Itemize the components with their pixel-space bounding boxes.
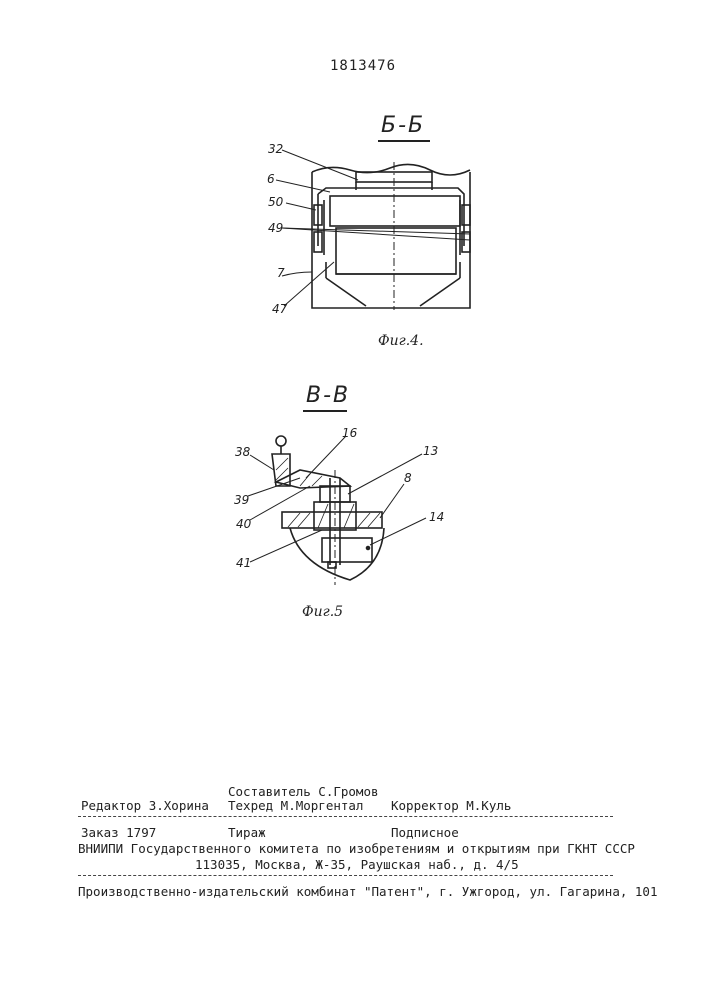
institute: ВНИИПИ Государственного комитета по изоб… bbox=[78, 841, 635, 856]
label-39: 39 bbox=[234, 493, 249, 507]
order-number: Заказ 1797 bbox=[81, 825, 156, 840]
label-8: 8 bbox=[404, 471, 412, 485]
label-14: 14 bbox=[429, 510, 444, 524]
subscription: Подписное bbox=[391, 825, 459, 840]
label-7: 7 bbox=[277, 266, 285, 280]
label-40: 40 bbox=[236, 517, 251, 531]
corrector-credit: Корректор М.Куль bbox=[391, 798, 511, 813]
imprint-divider-2 bbox=[78, 875, 613, 876]
figure5-section-title: В-В bbox=[306, 383, 350, 408]
label-13: 13 bbox=[423, 444, 438, 458]
label-41: 41 bbox=[236, 556, 251, 570]
label-6: 6 bbox=[267, 172, 275, 186]
publisher: Производственно-издательский комбинат "П… bbox=[78, 884, 657, 899]
label-16: 16 bbox=[342, 426, 357, 440]
editor-credit: Редактор З.Хорина bbox=[81, 798, 209, 813]
figure4-drawing bbox=[276, 150, 470, 310]
label-32: 32 bbox=[268, 142, 283, 156]
compiler-credit: Составитель С.Громов bbox=[228, 784, 379, 799]
label-47: 47 bbox=[272, 302, 287, 316]
label-49: 49 bbox=[268, 221, 283, 235]
institute-address: 113035, Москва, Ж-35, Раушская наб., д. … bbox=[195, 857, 519, 872]
figure5-title-underline bbox=[303, 410, 347, 412]
figure4-caption: Фиг.4. bbox=[378, 333, 424, 349]
figure5-caption: Фиг.5 bbox=[302, 604, 343, 620]
circulation: Тираж bbox=[228, 825, 266, 840]
imprint-divider-1 bbox=[78, 816, 613, 817]
label-38: 38 bbox=[235, 445, 250, 459]
label-50: 50 bbox=[268, 195, 283, 209]
techred-credit: Техред М.Моргентал bbox=[228, 798, 363, 813]
figure5-drawing bbox=[248, 436, 426, 585]
